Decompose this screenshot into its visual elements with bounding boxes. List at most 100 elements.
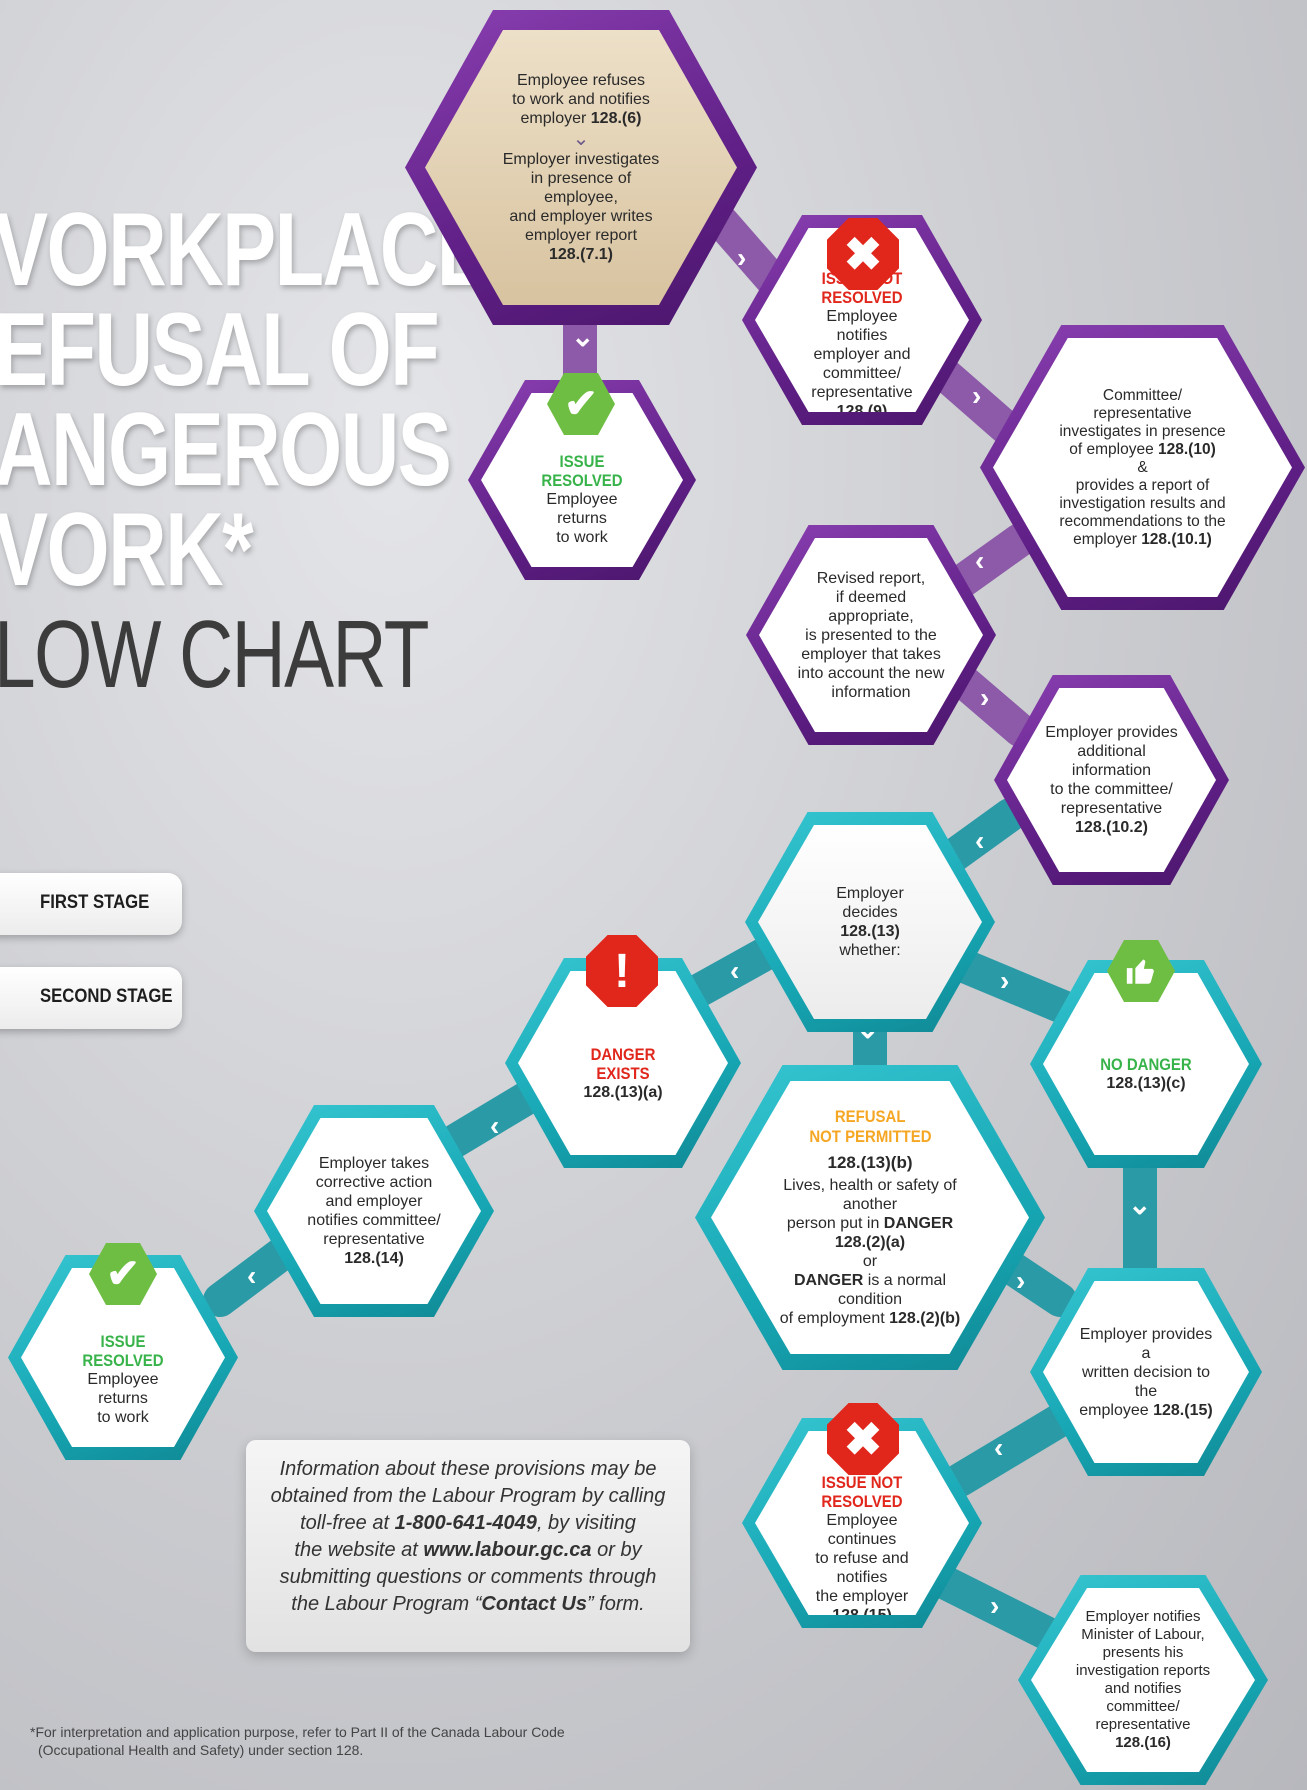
info-line3-tail: , by visiting [536,1512,636,1534]
node-additional-line4: representative [1060,800,1163,817]
chevron-right-icon: › [1016,1265,1026,1296]
node-start-line2: to work and notifies [512,91,650,108]
node-issue-not-resolved-2-heading: ISSUE NOT RESOLVED [821,1473,903,1511]
node-corrective-action: Employer takes corrective action and emp… [254,1105,494,1317]
node-start-line5: in presence of employee, [530,170,632,206]
node-minister-line4: investigation reports [1075,1662,1211,1679]
node-issue-resolved-1-line2: to work [556,528,608,546]
node-issue-resolved-1-line1: Employee returns [546,490,618,527]
node-nodanger-body: NO DANGER 128.(13)(c) [1043,973,1249,1155]
title-line-2: EFUSAL OF [0,292,440,408]
node-revised-report: Revised report, if deemed appropriate, i… [746,525,996,745]
node-refusal-not-permitted: REFUSAL NOT PERMITTED 128.(13)(b) Lives,… [695,1065,1045,1370]
connector-decides-nodanger [933,943,1087,1027]
node-additional-body: Employer provides additional information… [1007,688,1216,872]
node-nodanger-heading: NO DANGER [1100,1055,1192,1074]
contact-us-link[interactable]: Contact Us [481,1593,587,1615]
node-notpermitted-line6-text: of employment [779,1310,890,1327]
node-revised-line1: Revised report, [816,569,926,587]
node-committee-line5: & [1137,458,1148,476]
node-additional-line5: 128.(10.2) [1075,819,1148,836]
node-notpermitted-line5-text: is a normal condition [837,1272,947,1308]
node-start-line4: Employer investigates [502,151,660,168]
info-line5: submitting questions or comments through [279,1566,657,1588]
node-notpermitted-heading1: REFUSAL [834,1107,906,1126]
node-corrective-line6: 128.(14) [344,1250,404,1267]
node-committee-line9: employer 128.(10.1) [1073,531,1212,549]
chevron-left-icon: ‹ [730,955,740,986]
chevron-left-icon: ‹ [490,1110,500,1141]
title-line-1: VORKPLACE [0,192,491,308]
node-additional-line1: Employer provides [1045,724,1178,741]
title-line-4: VORK* [0,492,254,608]
chevron-right-icon: › [1000,965,1010,996]
node-notpermitted-line4: or [862,1253,878,1270]
node-issue-not-resolved-1-line3: representative [811,384,913,401]
node-notpermitted-line6-code: 128.(2)(b) [889,1310,961,1327]
node-decides-line1: Employer decides [836,885,904,921]
node-danger-line1: 128.(13)(a) [583,1083,663,1101]
node-minister-line2: Minister of Labour, [1081,1626,1205,1643]
node-danger-heading: DANGER EXISTS [590,1044,656,1083]
node-notpermitted-heading2: NOT PERMITTED [808,1127,932,1146]
node-issue-not-resolved-1-line2: employer and committee/ [813,346,911,382]
node-nodanger-line1: 128.(13)(c) [1106,1075,1186,1092]
node-written-body: Employer provides a written decision to … [1043,1281,1249,1463]
node-start-line8: 128.(7.1) [548,246,614,263]
node-corrective-line3: and employer [325,1193,423,1210]
node-additional-line2: additional information [1071,743,1152,779]
node-issue-not-resolved-2: ISSUE NOT RESOLVED Employee continues to… [742,1418,982,1628]
chevron-down-icon: ⌄ [571,321,595,352]
node-notpermitted-code: 128.(13)(b) [827,1153,913,1172]
info-line6: the Labour Program “Contact Us” form. [266,1591,670,1618]
legend-second-stage: SECOND STAGE [0,967,182,1029]
info-line2: obtained from the Labour Program by call… [270,1485,666,1507]
title-line-5: LOW CHART [0,601,429,708]
node-written-line2: written decision to the [1081,1363,1211,1400]
chevron-right-icon: › [990,1590,1000,1621]
node-written-line3-code: 128.(15) [1153,1401,1213,1419]
node-employer-decides: Employer decides 128.(13) whether: [745,812,995,1032]
node-revised-line2: if deemed appropriate, [828,588,914,625]
node-minister-line1: Employer notifies [1085,1608,1201,1625]
info-line1: Information about these provisions may b… [279,1458,657,1480]
node-committee-line6: provides a report of [1075,476,1210,494]
node-issue-not-resolved-1-body: ISSUE NOT RESOLVED Employee notifies emp… [755,228,969,412]
chevron-down-icon: ⌄ [572,128,590,150]
node-minister-line6: representative [1095,1716,1191,1733]
node-notpermitted-body: REFUSAL NOT PERMITTED 128.(13)(b) Lives,… [711,1081,1029,1354]
node-start-line7: employer report [524,227,638,244]
node-issue-not-resolved-2-line2: to refuse and notifies [815,1550,909,1586]
node-notpermitted-line5: DANGER is a normal condition [761,1271,979,1309]
node-minister-line5: and notifies committee/ [1104,1680,1182,1715]
node-issue-resolved-2-heading: ISSUE RESOLVED [82,1332,164,1370]
node-committee-line2: representative [1093,404,1192,422]
node-decides-line2: 128.(13) whether: [808,922,932,960]
node-decides-line2-code: 128.(13) [840,923,900,940]
node-committee-line4-code: 128.(10) [1158,440,1216,458]
website-link[interactable]: www.labour.gc.ca [423,1539,592,1561]
info-line4-tail: or by [591,1539,642,1561]
chevron-right-icon: › [737,242,747,273]
node-committee-line1: Committee/ [1102,386,1183,404]
legend-second-stage-label: SECOND STAGE [40,986,173,1007]
node-additional-info: Employer provides additional information… [994,675,1229,885]
node-written-line1: Employer provides a [1079,1325,1213,1362]
node-issue-not-resolved-1-line4: 128.(9) [836,403,888,420]
node-corrective-line1: Employer takes [318,1155,430,1172]
close-icon: ✖ [827,1403,899,1475]
node-committee-line7: investigation results and [1059,494,1226,512]
node-notpermitted-line2: person put in DANGER [787,1214,953,1233]
warning-icon: ! [586,935,658,1007]
node-written-line3: employee 128.(15) [1079,1401,1212,1420]
node-corrective-line5: representative [323,1231,425,1248]
node-notpermitted-line1: Lives, health or safety of another [783,1177,957,1213]
node-minister-line7: 128.(16) [1115,1734,1171,1751]
node-corrective-body: Employer takes corrective action and emp… [267,1118,481,1304]
node-notpermitted-line3: 128.(2)(a) [834,1234,906,1251]
chevron-right-icon: › [980,682,990,713]
node-revised-line6: information [831,683,911,701]
phone-number-link[interactable]: 1-800-641-4049 [394,1512,537,1534]
node-corrective-line4: notifies committee/ [307,1212,441,1229]
node-issue-not-resolved-2-line3: the employer [815,1588,909,1605]
